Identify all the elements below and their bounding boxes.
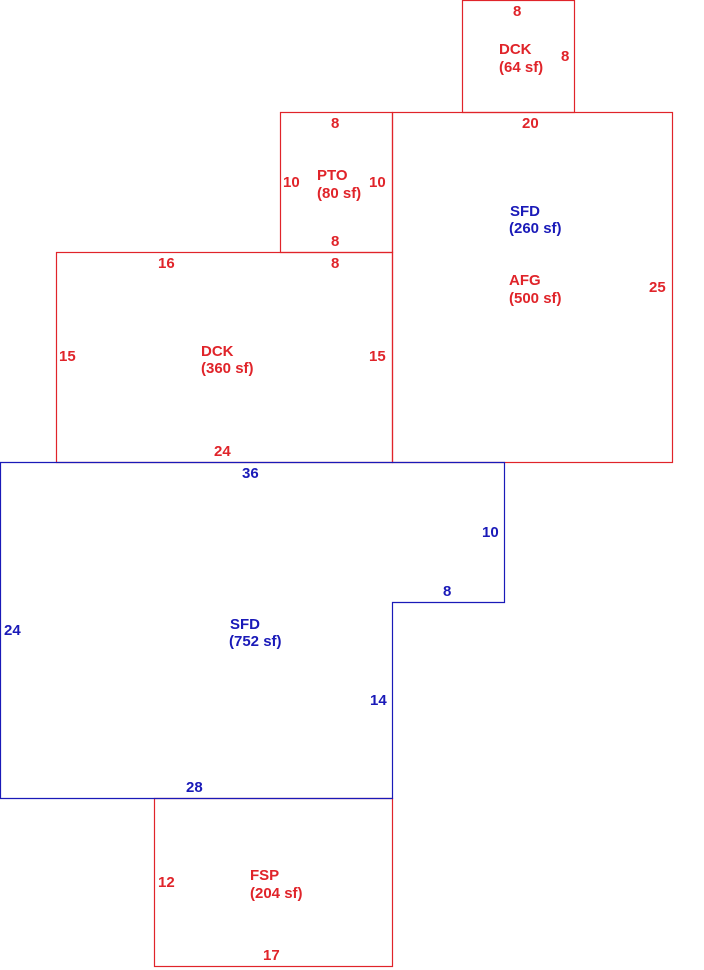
dck-mid-area: (360 sf) bbox=[201, 360, 254, 377]
sfd-main-dim-notch: 8 bbox=[443, 583, 451, 600]
sfd-main-code: SFD bbox=[230, 616, 260, 633]
sfd-upper-area: (260 sf) bbox=[509, 220, 562, 237]
dck-mid-code: DCK bbox=[201, 343, 234, 360]
pto-dim-left: 10 bbox=[283, 174, 300, 191]
fsp-dim-bottom: 17 bbox=[263, 947, 280, 964]
fsp-dim-left: 12 bbox=[158, 874, 175, 891]
dck-top-code: DCK bbox=[499, 41, 532, 58]
dck-top-area: (64 sf) bbox=[499, 59, 543, 76]
sfd-upper-dim-right: 25 bbox=[649, 279, 666, 296]
afg-area: (500 sf) bbox=[509, 290, 562, 307]
sfd-main-dim-bottom: 28 bbox=[186, 779, 203, 796]
pto-dim-top: 8 bbox=[331, 115, 339, 132]
afg-code: AFG bbox=[509, 272, 541, 289]
dck-top-dim-top: 8 bbox=[513, 3, 521, 20]
dck-top-dim-right: 8 bbox=[561, 48, 569, 65]
fsp-code: FSP bbox=[250, 867, 279, 884]
dck-mid-dim-right: 15 bbox=[369, 348, 386, 365]
pto-area: (80 sf) bbox=[317, 185, 361, 202]
sfd-upper-dim-top: 20 bbox=[522, 115, 539, 132]
dck-mid-dim-top-right: 8 bbox=[331, 255, 339, 272]
sfd-upper-code: SFD bbox=[510, 203, 540, 220]
pto-code: PTO bbox=[317, 167, 348, 184]
sfd-main-area: (752 sf) bbox=[229, 633, 282, 650]
dck-mid-dim-left: 15 bbox=[59, 348, 76, 365]
sfd-main-dim-right-upper: 10 bbox=[482, 524, 499, 541]
pto-dim-bottom: 8 bbox=[331, 233, 339, 250]
fsp-area: (204 sf) bbox=[250, 885, 303, 902]
sfd-main-dim-left: 24 bbox=[4, 622, 21, 639]
sfd-main-dim-top: 36 bbox=[242, 465, 259, 482]
sfd-main-outline bbox=[0, 461, 506, 800]
pto-dim-right: 10 bbox=[369, 174, 386, 191]
dck-mid-dim-bottom: 24 bbox=[214, 443, 231, 460]
dck-mid-dim-top-left: 16 bbox=[158, 255, 175, 272]
sfd-main-dim-right-lower: 14 bbox=[370, 692, 387, 709]
